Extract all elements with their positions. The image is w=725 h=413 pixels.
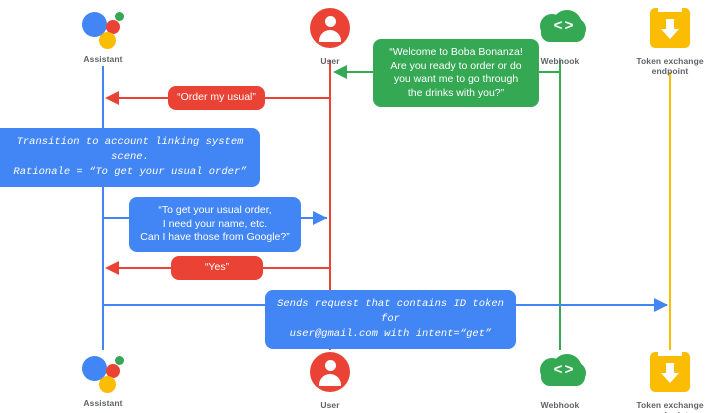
actor-label-user: User bbox=[320, 400, 340, 410]
message-line: Sends request that contains ID token for bbox=[277, 298, 504, 325]
arrowhead-order-my-usual bbox=[105, 91, 119, 105]
message-line: the drinks with you?” bbox=[407, 86, 505, 99]
message-line: I need your name, etc. bbox=[162, 217, 268, 230]
actor-webhook-bottom: < > Webhook bbox=[500, 350, 620, 410]
message-bubble-need-your-name: “To get your usual order, I need your na… bbox=[129, 197, 301, 252]
message-bubble-order-my-usual: “Order my usual” bbox=[168, 86, 265, 110]
actor-label-assistant: Assistant bbox=[83, 398, 123, 408]
message-bubble-yes: “Yes” bbox=[171, 256, 263, 280]
actor-label-token-endpoint-line2: endpoint bbox=[651, 66, 689, 76]
message-line: Can I have those from Google?” bbox=[140, 231, 290, 243]
message-line: Rationale = “To get your usual order” bbox=[13, 166, 247, 178]
message-line: you want me to go through bbox=[393, 73, 519, 85]
google-assistant-icon bbox=[81, 6, 125, 50]
actor-label-token-endpoint-line2: endpoint bbox=[610, 410, 725, 413]
actor-label-token-endpoint-line1: Token exchange bbox=[636, 400, 704, 410]
arrowhead-sends-request bbox=[654, 298, 668, 312]
actor-label-token-endpoint: Token exchange endpoint bbox=[610, 56, 725, 76]
actor-label-webhook: Webhook bbox=[540, 56, 580, 66]
download-box-icon bbox=[648, 8, 692, 52]
message-line: user@gmail.com with intent=“get” bbox=[289, 328, 492, 340]
actor-label-token-endpoint: Token exchange endpoint bbox=[610, 400, 725, 413]
actor-user-top: User bbox=[270, 6, 390, 66]
arrowhead-yes bbox=[105, 261, 119, 275]
message-line: “To get your usual order, bbox=[158, 204, 272, 216]
message-note-sends-request: Sends request that contains ID token for… bbox=[265, 290, 516, 349]
user-person-icon bbox=[308, 352, 352, 396]
cloud-code-icon: < > bbox=[538, 352, 586, 396]
message-note-transition: Transition to account linking system sce… bbox=[0, 128, 260, 187]
lifeline-assistant bbox=[102, 66, 104, 350]
download-box-icon bbox=[648, 352, 692, 396]
cloud-code-icon: < > bbox=[538, 8, 586, 52]
lifeline-webhook bbox=[559, 60, 561, 350]
user-person-icon bbox=[308, 8, 352, 52]
actor-label-user: User bbox=[320, 56, 340, 66]
arrowhead-welcome bbox=[333, 65, 347, 79]
actor-label-assistant: Assistant bbox=[83, 54, 123, 64]
arrowhead-need-your-name bbox=[313, 211, 327, 225]
actor-token-endpoint-bottom: Token exchange endpoint bbox=[610, 350, 725, 413]
actor-token-endpoint-top: Token exchange endpoint bbox=[610, 6, 725, 76]
lifeline-token-endpoint bbox=[669, 72, 671, 350]
actor-label-token-endpoint-line1: Token exchange bbox=[636, 56, 704, 66]
actor-assistant-bottom: Assistant bbox=[43, 350, 163, 408]
message-bubble-welcome: “Welcome to Boba Bonanza! Are you ready … bbox=[373, 39, 539, 107]
message-line: Are you ready to order or do bbox=[390, 59, 522, 72]
lifeline-user bbox=[329, 60, 331, 350]
message-line: Transition to account linking system sce… bbox=[16, 136, 244, 163]
message-line: “Yes” bbox=[204, 261, 230, 273]
google-assistant-icon bbox=[81, 350, 125, 394]
message-line: “Order my usual” bbox=[177, 91, 256, 103]
actor-user-bottom: User bbox=[270, 350, 390, 410]
actor-label-webhook: Webhook bbox=[540, 400, 580, 410]
message-line: “Welcome to Boba Bonanza! bbox=[389, 46, 523, 58]
actor-assistant-top: Assistant bbox=[43, 6, 163, 64]
actor-webhook-top: < > Webhook bbox=[500, 6, 620, 66]
